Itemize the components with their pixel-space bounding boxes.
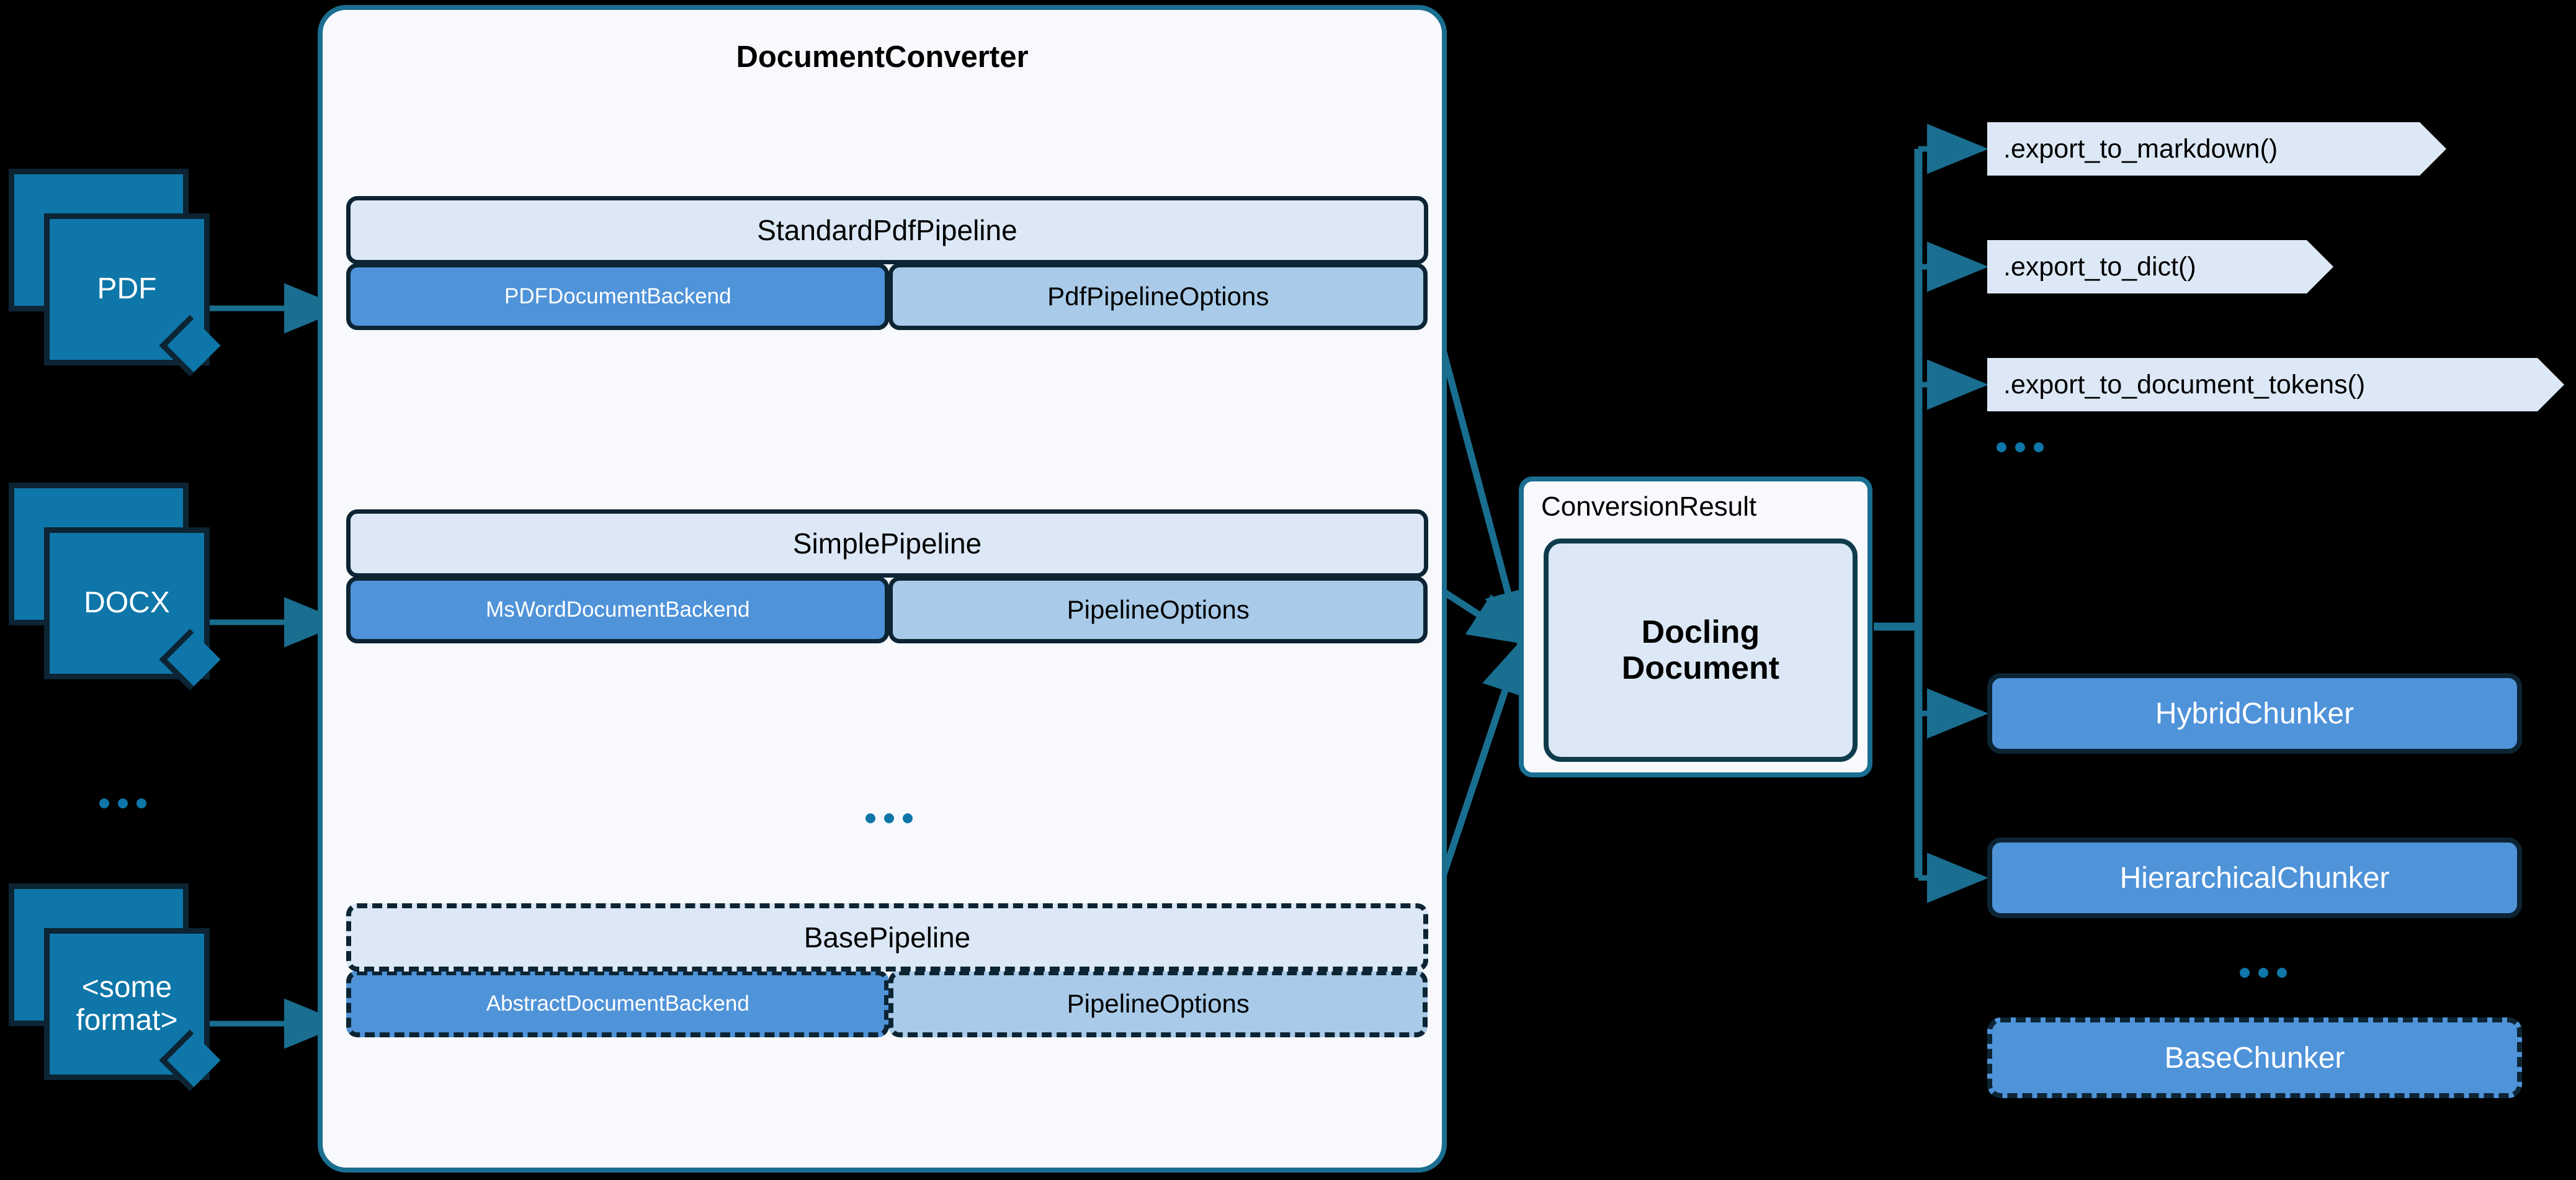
docling-document-node[interactable]: Docling Document xyxy=(1544,539,1858,762)
options-box-base[interactable]: PipelineOptions xyxy=(888,970,1428,1037)
pipeline-row-base: AbstractDocumentBackend PipelineOptions xyxy=(346,970,1428,1037)
options-label-pdf: PdfPipelineOptions xyxy=(1047,282,1269,311)
chunker-box-hierarchical[interactable]: HierarchicalChunker xyxy=(1987,838,2522,918)
pipeline-group-base[interactable]: BasePipeline AbstractDocumentBackend Pip… xyxy=(346,903,1428,1037)
docling-document-line2: Document xyxy=(1621,650,1780,686)
export-dict-label: .export_to_dict() xyxy=(2003,251,2196,282)
pipeline-header-standard-pdf[interactable]: StandardPdfPipeline xyxy=(346,196,1428,264)
chunker-label-hierarchical: HierarchicalChunker xyxy=(2119,861,2390,895)
conversion-result-label: ConversionResult xyxy=(1541,491,1757,522)
export-ellipsis xyxy=(1997,442,2044,452)
pipeline-group-standard-pdf[interactable]: StandardPdfPipeline PDFDocumentBackend P… xyxy=(346,196,1428,330)
chunker-label-hybrid: HybridChunker xyxy=(2155,697,2355,730)
pipeline-group-simple[interactable]: SimplePipeline MsWordDocumentBackend Pip… xyxy=(346,509,1428,643)
pipeline-name-standard-pdf: StandardPdfPipeline xyxy=(757,214,1017,246)
options-label-base: PipelineOptions xyxy=(1067,989,1250,1018)
chunker-ellipsis xyxy=(2240,968,2287,978)
export-document-tokens-label: .export_to_document_tokens() xyxy=(2003,369,2366,400)
export-markdown-label: .export_to_markdown() xyxy=(2003,133,2278,164)
export-markdown-shape[interactable]: .export_to_markdown() xyxy=(1987,122,2446,176)
document-converter-title: DocumentConverter xyxy=(736,40,1029,74)
input-label-other-line1: <some xyxy=(81,970,172,1004)
options-box-simple[interactable]: PipelineOptions xyxy=(888,576,1428,643)
pipeline-name-simple: SimplePipeline xyxy=(792,527,982,560)
input-ellipsis xyxy=(99,798,146,808)
pipeline-name-base: BasePipeline xyxy=(803,921,971,954)
result-output-trunk xyxy=(1874,149,1923,878)
input-label-other-line2: format> xyxy=(76,1003,178,1037)
pipeline-row-standard-pdf: PDFDocumentBackend PdfPipelineOptions xyxy=(346,263,1428,330)
chunker-box-hybrid[interactable]: HybridChunker xyxy=(1987,673,2522,754)
backend-label-msword: MsWordDocumentBackend xyxy=(486,597,750,622)
export-document-tokens-shape[interactable]: .export_to_document_tokens() xyxy=(1987,358,2564,411)
input-label-other: <some format> xyxy=(72,970,181,1037)
options-label-simple: PipelineOptions xyxy=(1067,595,1250,624)
pipeline-header-simple[interactable]: SimplePipeline xyxy=(346,509,1428,578)
conversion-result-panel: ConversionResult Docling Document xyxy=(1519,476,1872,777)
document-converter-panel: DocumentConverter StandardPdfPipeline PD… xyxy=(318,5,1447,1173)
pipeline-header-base[interactable]: BasePipeline xyxy=(346,903,1428,972)
backend-label-pdf: PDFDocumentBackend xyxy=(504,284,731,308)
document-front-sheet: DOCX xyxy=(44,527,210,679)
backend-box-pdf[interactable]: PDFDocumentBackend xyxy=(346,263,890,330)
chunker-label-base: BaseChunker xyxy=(2164,1041,2345,1075)
backend-box-abstract[interactable]: AbstractDocumentBackend xyxy=(346,970,890,1037)
options-box-pdf[interactable]: PdfPipelineOptions xyxy=(888,263,1428,330)
chunker-box-base[interactable]: BaseChunker xyxy=(1987,1017,2522,1098)
input-label-pdf: PDF xyxy=(97,272,157,306)
backend-box-msword[interactable]: MsWordDocumentBackend xyxy=(346,576,890,643)
input-label-docx: DOCX xyxy=(84,586,170,620)
result-branch-arrows xyxy=(1918,123,1988,903)
docling-document-line1: Docling xyxy=(1641,614,1760,650)
pipeline-ellipsis xyxy=(865,813,913,823)
pipeline-row-simple: MsWordDocumentBackend PipelineOptions xyxy=(346,576,1428,643)
backend-label-abstract: AbstractDocumentBackend xyxy=(486,991,749,1016)
export-dict-shape[interactable]: .export_to_dict() xyxy=(1987,240,2333,293)
